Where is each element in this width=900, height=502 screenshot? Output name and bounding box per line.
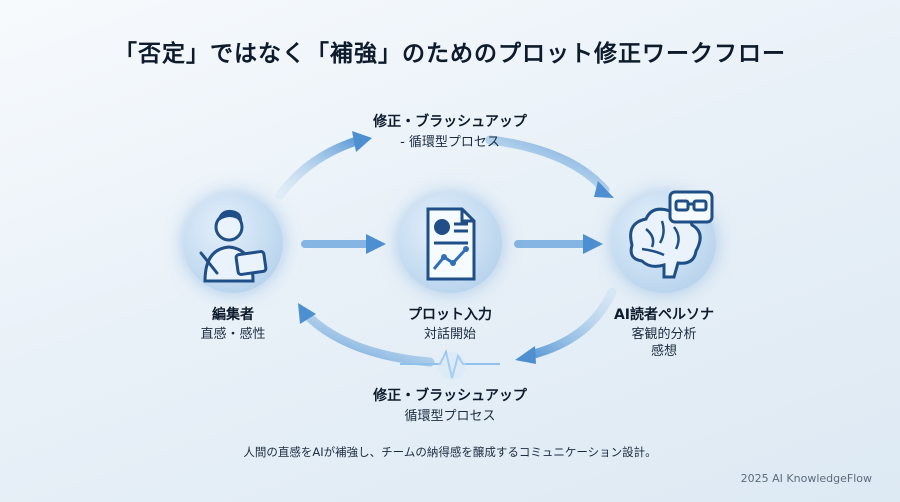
plot-node [398,193,502,293]
ai-name: AI読者ペルソナ [613,307,715,323]
glasses-icon [668,190,714,224]
arrow-editor-to-top [275,135,365,200]
arrow-ai-to-bottom [525,287,617,360]
arrow-top-to-ai [485,135,610,195]
caption-note: 人間の直感をAIが補強し、チームの納得感を醸成するコミュニケーション設計。 [243,445,657,459]
plot-desc: 対話開始 [423,327,476,342]
editor-desc: 直感・感性 [200,327,266,342]
plot-name: プロット入力 [408,307,492,323]
ai-desc-1: 客観的分析 [631,327,697,342]
bottom-loop-label: 修正・ブラッシュアップ [373,388,527,404]
document-chart-icon [426,207,476,281]
editor-person-icon [199,209,268,283]
page-title: 「否定」ではなく「補強」のためのプロット修正ワークフロー [114,41,786,67]
arrow-bottom-to-editor [305,313,435,367]
editor-node [183,193,283,293]
top-loop-sub: - 循環型プロセス [400,135,500,150]
ai-desc-2: 感想 [650,344,677,359]
pulse-line-icon [400,349,500,379]
brain-icon [629,207,702,279]
top-loop-label: 修正・ブラッシュアップ [373,114,527,130]
editor-name: 編集者 [212,307,254,323]
footer-credit: 2025 AI KnowledgeFlow [740,472,872,485]
ai-node [612,193,716,293]
bottom-loop-sub: 循環型プロセス [404,409,496,424]
